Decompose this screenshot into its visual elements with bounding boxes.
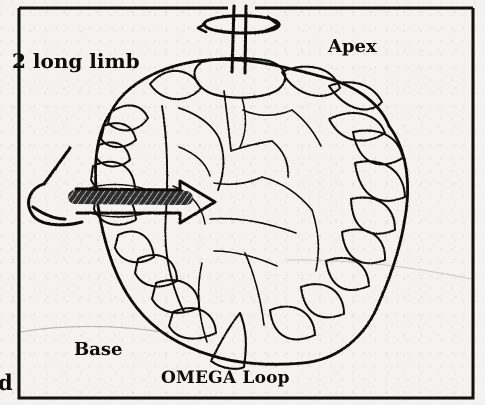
apex-label: Apex xyxy=(328,38,377,56)
base-label: Base xyxy=(74,341,122,359)
omega-loop-label: OMEGA Loop xyxy=(161,370,290,387)
edge-fragment-label: d xyxy=(0,372,13,393)
long-limb-label: 2 long limb xyxy=(12,51,140,71)
